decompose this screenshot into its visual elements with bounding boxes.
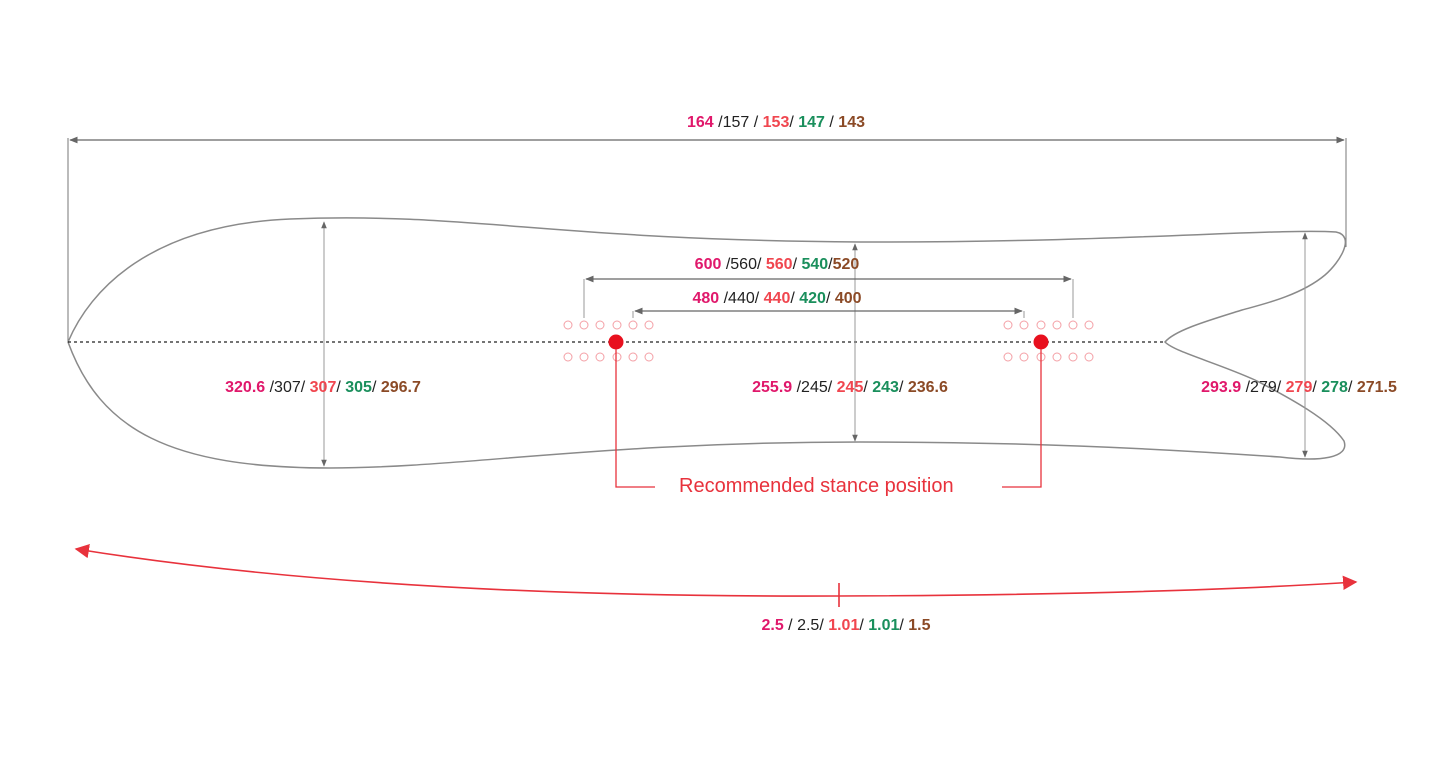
separator: / — [899, 617, 909, 634]
size-value: 600 — [694, 256, 722, 273]
separator: / — [336, 379, 346, 396]
size-value: 153 — [762, 114, 790, 131]
size-value: 2.5 — [797, 617, 820, 634]
separator: / — [1347, 379, 1357, 396]
separator: / — [754, 290, 764, 307]
stance-leader-right — [1002, 349, 1042, 488]
waist-width-label: 255.9 /245/ 245/ 243/ 236.6 — [752, 379, 948, 397]
size-value: 279 — [1285, 379, 1313, 396]
size-value: 400 — [834, 290, 862, 307]
separator: / — [792, 256, 802, 273]
separator: / — [756, 256, 766, 273]
size-value: 560 — [765, 256, 793, 273]
separator: / — [819, 617, 829, 634]
size-value: 157 — [722, 114, 750, 131]
insert-holes-left — [563, 320, 654, 362]
separator: / — [721, 256, 731, 273]
size-value: 307 — [309, 379, 337, 396]
size-value: 307 — [274, 379, 301, 396]
size-value: 2.5 — [761, 617, 784, 634]
size-value: 1.01 — [868, 617, 900, 634]
size-value: 305 — [345, 379, 372, 396]
stance-max-label: 600 /560/ 560/ 540/520 — [695, 256, 860, 274]
size-value: 143 — [838, 114, 865, 131]
size-value: 540 — [801, 256, 829, 273]
length-label: 164 /157 / 153/ 147 / 143 — [687, 114, 865, 132]
size-value: 278 — [1321, 379, 1348, 396]
separator: / — [300, 379, 310, 396]
size-value: 320.6 — [225, 379, 266, 396]
stance-position-label: Recommended stance position — [679, 475, 954, 497]
size-value: 236.6 — [907, 379, 948, 396]
separator: / — [825, 290, 835, 307]
nose-width-label: 320.6 /307/ 307/ 305/ 296.7 — [225, 379, 421, 397]
stance-marker-right — [1033, 334, 1049, 350]
size-value: 420 — [799, 290, 826, 307]
size-value: 279 — [1250, 379, 1277, 396]
separator: / — [1312, 379, 1322, 396]
length-dimension — [67, 136, 1347, 342]
separator: / — [719, 290, 729, 307]
separator: / — [713, 114, 723, 131]
separator: / — [1276, 379, 1286, 396]
separator: / — [371, 379, 381, 396]
size-value: 440 — [728, 290, 755, 307]
separator: / — [1241, 379, 1251, 396]
board-outline — [67, 217, 1347, 469]
size-value: 271.5 — [1356, 379, 1397, 396]
insert-holes-right — [1003, 320, 1094, 362]
separator: / — [783, 617, 798, 634]
stance-leader-left — [615, 349, 655, 488]
separator: / — [265, 379, 275, 396]
size-value: 245 — [836, 379, 864, 396]
separator: / — [863, 379, 873, 396]
tail-width-label: 293.9 /279/ 279/ 278/ 271.5 — [1201, 379, 1397, 397]
size-value: 243 — [872, 379, 899, 396]
camber-label: 2.5 / 2.5/ 1.01/ 1.01/ 1.5 — [761, 617, 930, 635]
separator: / — [790, 290, 800, 307]
separator: / — [859, 617, 869, 634]
separator: / — [824, 114, 839, 131]
size-value: 1.01 — [828, 617, 860, 634]
size-value: 480 — [692, 290, 720, 307]
size-value: 245 — [801, 379, 828, 396]
separator: / — [789, 114, 799, 131]
separator: / — [898, 379, 908, 396]
size-value: 560 — [730, 256, 757, 273]
size-value: 255.9 — [752, 379, 793, 396]
size-value: 147 — [798, 114, 825, 131]
stance-marker-left — [608, 334, 624, 350]
separator: / — [828, 256, 833, 273]
size-value: 520 — [832, 256, 860, 273]
separator: / — [827, 379, 837, 396]
stance-min-dimension — [632, 307, 1025, 318]
size-value: 1.5 — [908, 617, 931, 634]
stance-max-dimension — [583, 275, 1074, 318]
size-value: 164 — [687, 114, 714, 131]
separator: / — [792, 379, 802, 396]
size-value: 296.7 — [380, 379, 421, 396]
separator: / — [749, 114, 763, 131]
camber-indicator — [74, 543, 1358, 607]
size-value: 293.9 — [1201, 379, 1242, 396]
stance-min-label: 480 /440/ 440/ 420/ 400 — [692, 290, 861, 308]
size-value: 440 — [763, 290, 791, 307]
